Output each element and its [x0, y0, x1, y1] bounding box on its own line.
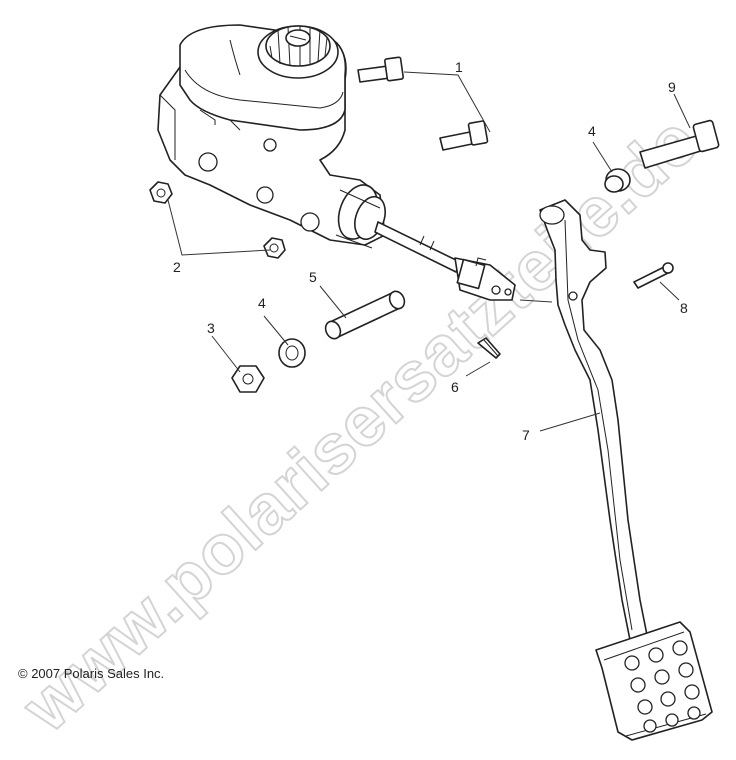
- leader-lines: [167, 71, 691, 432]
- lock-nut: [231, 365, 265, 393]
- callout-7: 7: [522, 427, 530, 443]
- cotter-pin: [477, 337, 501, 359]
- bushing-lower: [278, 338, 306, 368]
- pivot-bolt: [639, 119, 720, 169]
- nut-lower: [263, 237, 286, 259]
- master-cylinder: [157, 24, 386, 249]
- bolt-upper: [357, 56, 404, 83]
- copyright-notice: © 2007 Polaris Sales Inc.: [18, 666, 165, 681]
- spacer-sleeve: [324, 290, 406, 340]
- callout-9: 9: [668, 79, 676, 95]
- callout-5: 5: [309, 269, 317, 285]
- bushing-upper: [604, 168, 631, 193]
- callout-6: 6: [451, 379, 459, 395]
- nut-upper: [149, 181, 173, 204]
- brake-pedal: [539, 199, 713, 741]
- bolt-lower: [439, 120, 489, 151]
- callout-2: 2: [173, 259, 181, 275]
- callout-1: 1: [455, 59, 463, 75]
- callout-4-upper: 4: [588, 123, 596, 139]
- push-rod: [374, 221, 516, 301]
- pedal-pad-studs: [624, 640, 701, 733]
- clevis-pin: [633, 262, 674, 289]
- callout-8: 8: [680, 300, 688, 316]
- callout-3: 3: [207, 320, 215, 336]
- callout-4-lower: 4: [258, 295, 266, 311]
